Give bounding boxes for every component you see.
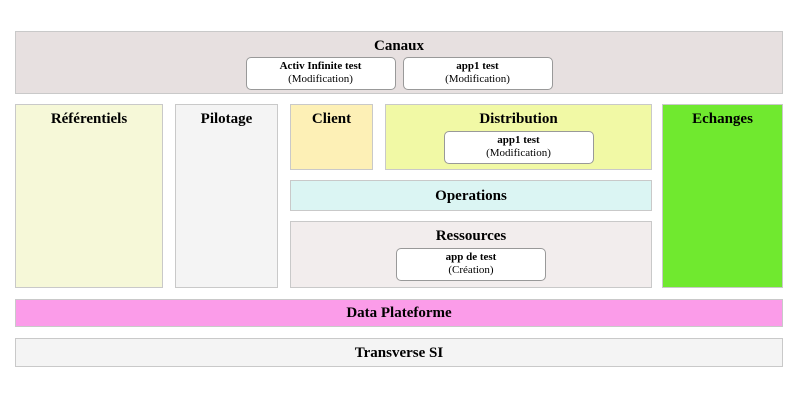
app-card-status: (Modification) [445,73,510,85]
zone-canaux-title: Canaux [373,38,425,54]
canaux-cards-row: Activ Infinite test (Modification) app1 … [16,57,782,90]
zone-referentiels: Référentiels [15,104,163,288]
distribution-cards-row: app1 test (Modification) [386,131,651,164]
zone-distribution-title: Distribution [479,111,558,127]
zone-pilotage-title: Pilotage [200,111,253,127]
app-card-name: app1 test [497,134,540,146]
zone-data-plateforme: Data Plateforme [15,299,783,327]
ressources-cards-row: app de test (Création) [291,248,651,281]
zone-echanges-title: Echanges [692,111,753,127]
app-card-status: (Modification) [486,147,551,159]
zone-transverse-si-title: Transverse SI [354,344,444,361]
zone-referentiels-title: Référentiels [50,111,128,127]
zone-ressources: Ressources app de test (Création) [290,221,652,288]
zone-client-title: Client [311,111,352,127]
app-card-status: (Création) [448,264,494,276]
app-card-name: Activ Infinite test [279,60,362,72]
app-card-name: app1 test [456,60,499,72]
zone-canaux: Canaux Activ Infinite test (Modification… [15,31,783,94]
zone-transverse-si: Transverse SI [15,338,783,367]
zone-client: Client [290,104,373,170]
app-card-name: app de test [445,251,497,263]
app-card-activ-infinite-test[interactable]: Activ Infinite test (Modification) [245,57,396,90]
zone-pilotage: Pilotage [175,104,278,288]
zone-data-plateforme-title: Data Plateforme [346,305,452,321]
zone-ressources-title: Ressources [435,228,507,244]
zone-distribution: Distribution app1 test (Modification) [385,104,652,170]
app-card-app1-test-canaux[interactable]: app1 test (Modification) [402,57,553,90]
app-card-status: (Modification) [288,73,353,85]
app-card-app1-test-distribution[interactable]: app1 test (Modification) [443,131,594,164]
app-card-app-de-test[interactable]: app de test (Création) [396,248,546,281]
zone-echanges: Echanges [662,104,783,288]
zone-operations-title: Operations [435,187,507,204]
zone-operations: Operations [290,180,652,211]
